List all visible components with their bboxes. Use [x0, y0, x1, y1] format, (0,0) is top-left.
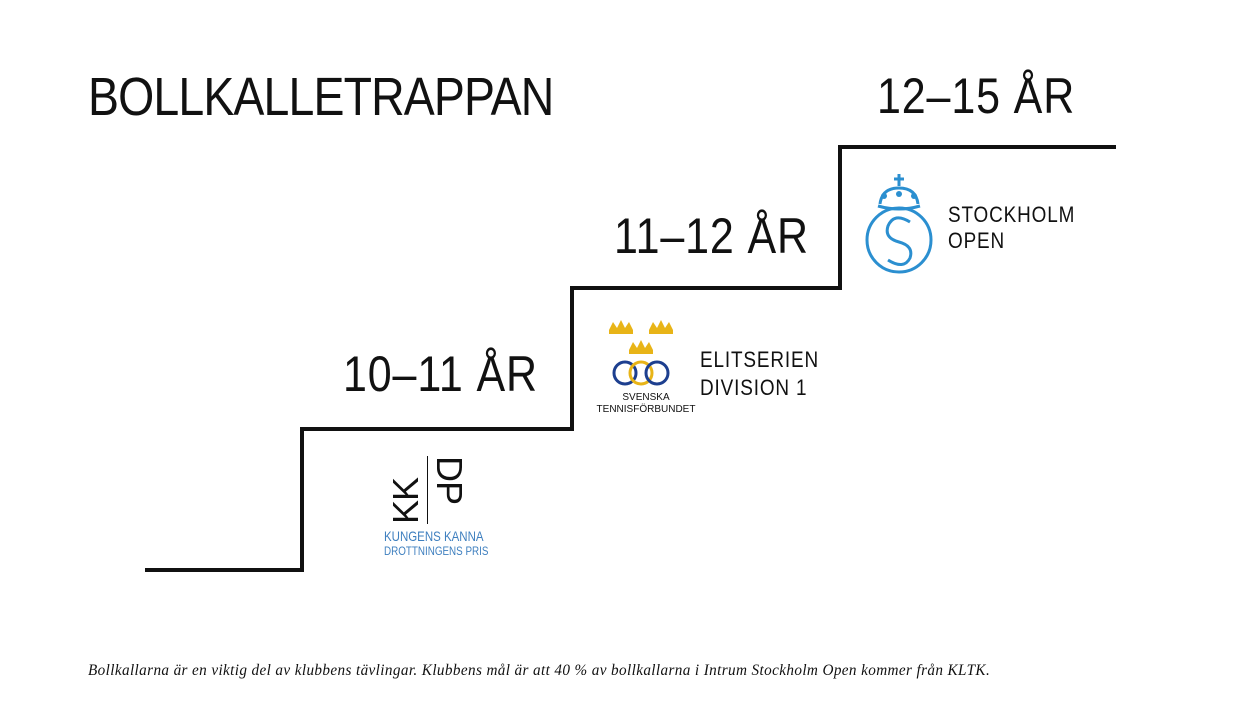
- stockholm-open-label: STOCKHOLM OPEN: [948, 202, 1075, 254]
- stf-line1: SVENSKA: [622, 392, 670, 403]
- stf-line2: TENNISFÖRBUNDET: [596, 404, 696, 415]
- svenska-tennisforbundet-text: SVENSKA TENNISFÖRBUNDET: [596, 392, 696, 416]
- elitserien-line1: ELITSERIEN: [700, 347, 820, 372]
- footnote: Bollkallarna är en viktig del av klubben…: [88, 662, 991, 679]
- kkdp-logo-line2: DROTTNINGENS PRIS: [384, 544, 489, 558]
- kkdp-logo-kk: KK: [385, 477, 426, 524]
- stockholm-open-line2: OPEN: [948, 228, 1006, 253]
- elitserien-label: ELITSERIEN DIVISION 1: [700, 346, 819, 402]
- svenska-tennisforbundet-logo: [609, 320, 673, 386]
- elitserien-line2: DIVISION 1: [700, 375, 808, 400]
- page-title: BOLLKALLETRAPPAN: [88, 67, 554, 127]
- age-label-step-1: 10–11 ÅR: [343, 346, 538, 402]
- age-label-step-2: 11–12 ÅR: [614, 208, 809, 264]
- kkdp-logo-divider: [427, 456, 428, 524]
- kkdp-logo: KK DP KUNGENS KANNA DROTTNINGENS PRIS: [384, 456, 494, 558]
- stockholm-open-logo: [865, 174, 933, 274]
- kkdp-logo-line1: KUNGENS KANNA: [384, 528, 484, 544]
- stockholm-open-line1: STOCKHOLM: [948, 202, 1076, 227]
- age-label-step-3: 12–15 ÅR: [877, 68, 1076, 124]
- kkdp-logo-dp: DP: [429, 456, 470, 505]
